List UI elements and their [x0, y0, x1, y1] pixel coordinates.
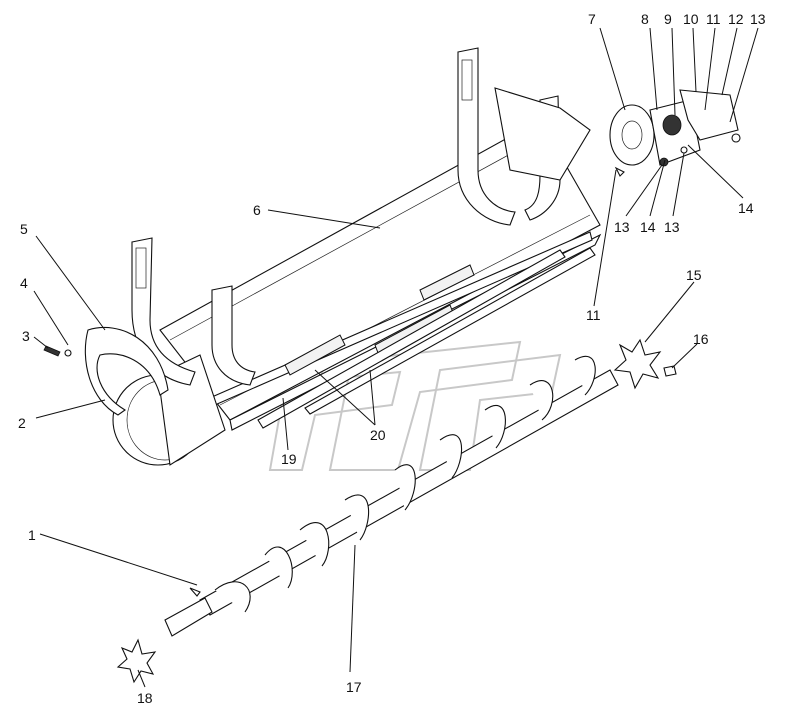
callout-13-lower-right: 13 — [664, 219, 680, 235]
callout-11-top: 11 — [706, 11, 721, 27]
callout-15: 15 — [686, 267, 702, 283]
callout-12: 12 — [728, 11, 744, 27]
callout-13-top: 13 — [750, 11, 766, 27]
star-sprockets — [116, 338, 677, 684]
callout-5: 5 — [20, 221, 28, 237]
callout-14-lower: 14 — [640, 219, 656, 235]
callout-14-right: 14 — [738, 200, 754, 216]
callout-8: 8 — [641, 11, 649, 27]
trough-strips — [257, 247, 596, 429]
auger-trough — [112, 47, 602, 466]
end-cover-plate — [84, 326, 169, 416]
callout-6: 6 — [253, 202, 261, 218]
callout-19: 19 — [281, 451, 297, 467]
callout-labels: 1 2 3 4 5 6 7 8 9 10 11 12 13 13 14 13 1… — [18, 11, 766, 706]
bolt-and-washer — [43, 345, 72, 357]
callout-1: 1 — [28, 527, 36, 543]
callout-4: 4 — [20, 275, 28, 291]
callout-20: 20 — [370, 427, 386, 443]
callout-10: 10 — [683, 11, 699, 27]
auger-screw — [164, 355, 619, 637]
callout-13-lower-left: 13 — [614, 219, 630, 235]
callout-9: 9 — [664, 11, 672, 27]
callout-3: 3 — [22, 328, 30, 344]
leader-lines — [33, 27, 759, 688]
callout-18: 18 — [137, 690, 153, 706]
callout-7: 7 — [588, 11, 596, 27]
bearing-assembly — [609, 89, 741, 177]
callout-11-lower: 11 — [586, 307, 601, 323]
callout-2: 2 — [18, 415, 26, 431]
callout-17: 17 — [346, 679, 362, 695]
callout-16: 16 — [693, 331, 709, 347]
